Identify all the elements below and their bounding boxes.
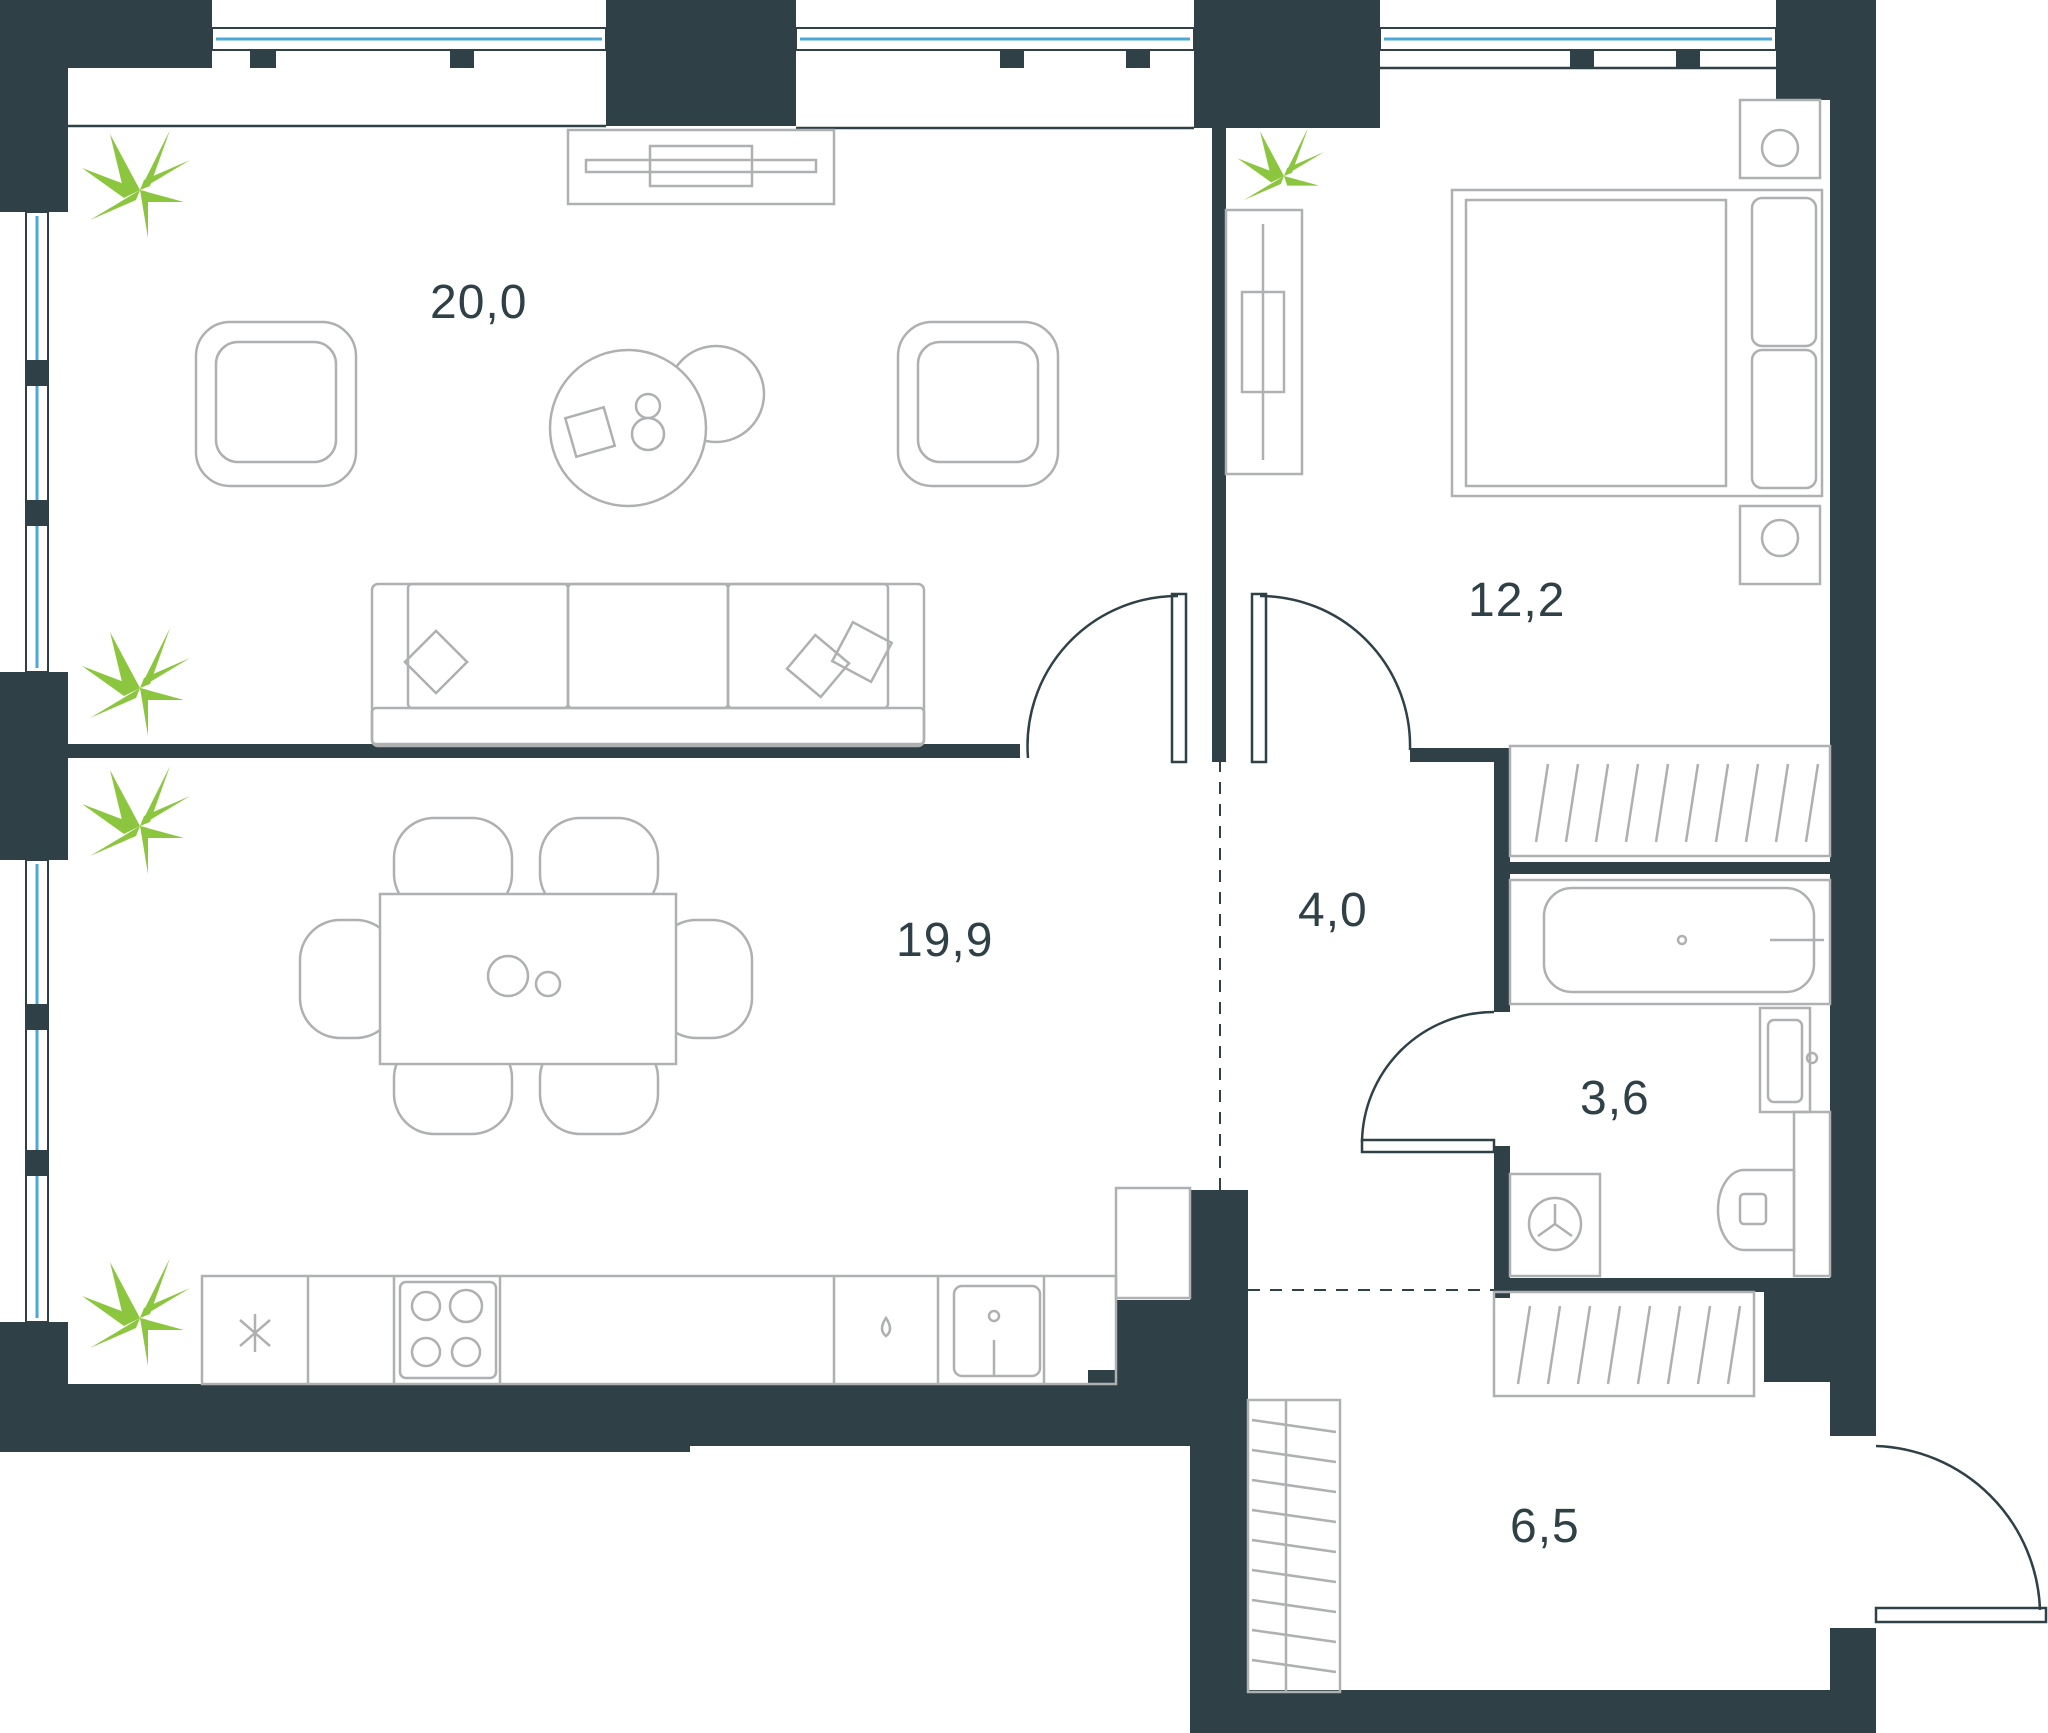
hob-icon xyxy=(398,1280,498,1380)
plant-icon xyxy=(1237,128,1324,200)
window-icon xyxy=(1379,27,1777,51)
sink-icon xyxy=(952,1284,1042,1378)
wardrobe-icon xyxy=(1508,744,1832,858)
armchair-icon xyxy=(194,320,358,488)
tv-unit-icon xyxy=(566,128,836,206)
window-reveals xyxy=(68,66,1776,130)
door-swing-icon xyxy=(1874,1444,2048,1624)
washing-machine-icon xyxy=(1508,1172,1602,1278)
plant-icon xyxy=(82,130,190,238)
window-icon xyxy=(25,859,49,1323)
door-swing-icon xyxy=(1026,592,1188,764)
bed-icon xyxy=(1450,188,1824,498)
window-icon xyxy=(795,27,1195,51)
room-area-bedroom: 12,2 xyxy=(1468,574,1565,627)
nightstand-icon xyxy=(1738,98,1822,180)
sink-icon xyxy=(1758,1006,1819,1114)
door-swing-icon xyxy=(1250,592,1412,764)
room-area-bathroom: 3,6 xyxy=(1580,1072,1650,1125)
wardrobe-icon xyxy=(1246,1398,1342,1694)
wardrobe-icon xyxy=(1224,208,1304,476)
toilet-icon xyxy=(1716,1110,1832,1278)
window-icon xyxy=(25,211,49,673)
coffee-table-icon xyxy=(548,344,766,508)
plant-icon xyxy=(82,628,190,736)
nightstand-icon xyxy=(1738,504,1822,586)
sofa-icon xyxy=(370,582,926,748)
zone-dividers xyxy=(1219,760,1494,1291)
kitchen-counter-icon xyxy=(200,1186,1192,1386)
door-swing-icon xyxy=(1360,1010,1496,1154)
armchair-icon xyxy=(896,320,1060,488)
room-area-hall: 4,0 xyxy=(1298,884,1368,937)
room-area-kitchen-dining: 19,9 xyxy=(896,914,993,967)
plant-icon xyxy=(82,766,190,874)
room-area-living: 20,0 xyxy=(430,276,527,329)
plant-icon xyxy=(82,1258,190,1366)
room-area-entrance: 6,5 xyxy=(1510,1500,1580,1553)
dining-table-icon xyxy=(378,892,678,1066)
window-icon xyxy=(211,27,607,51)
bathtub-icon xyxy=(1508,878,1832,1006)
windows xyxy=(25,27,1777,1323)
walls xyxy=(0,0,1876,1733)
wardrobe-icon xyxy=(1492,1290,1756,1398)
